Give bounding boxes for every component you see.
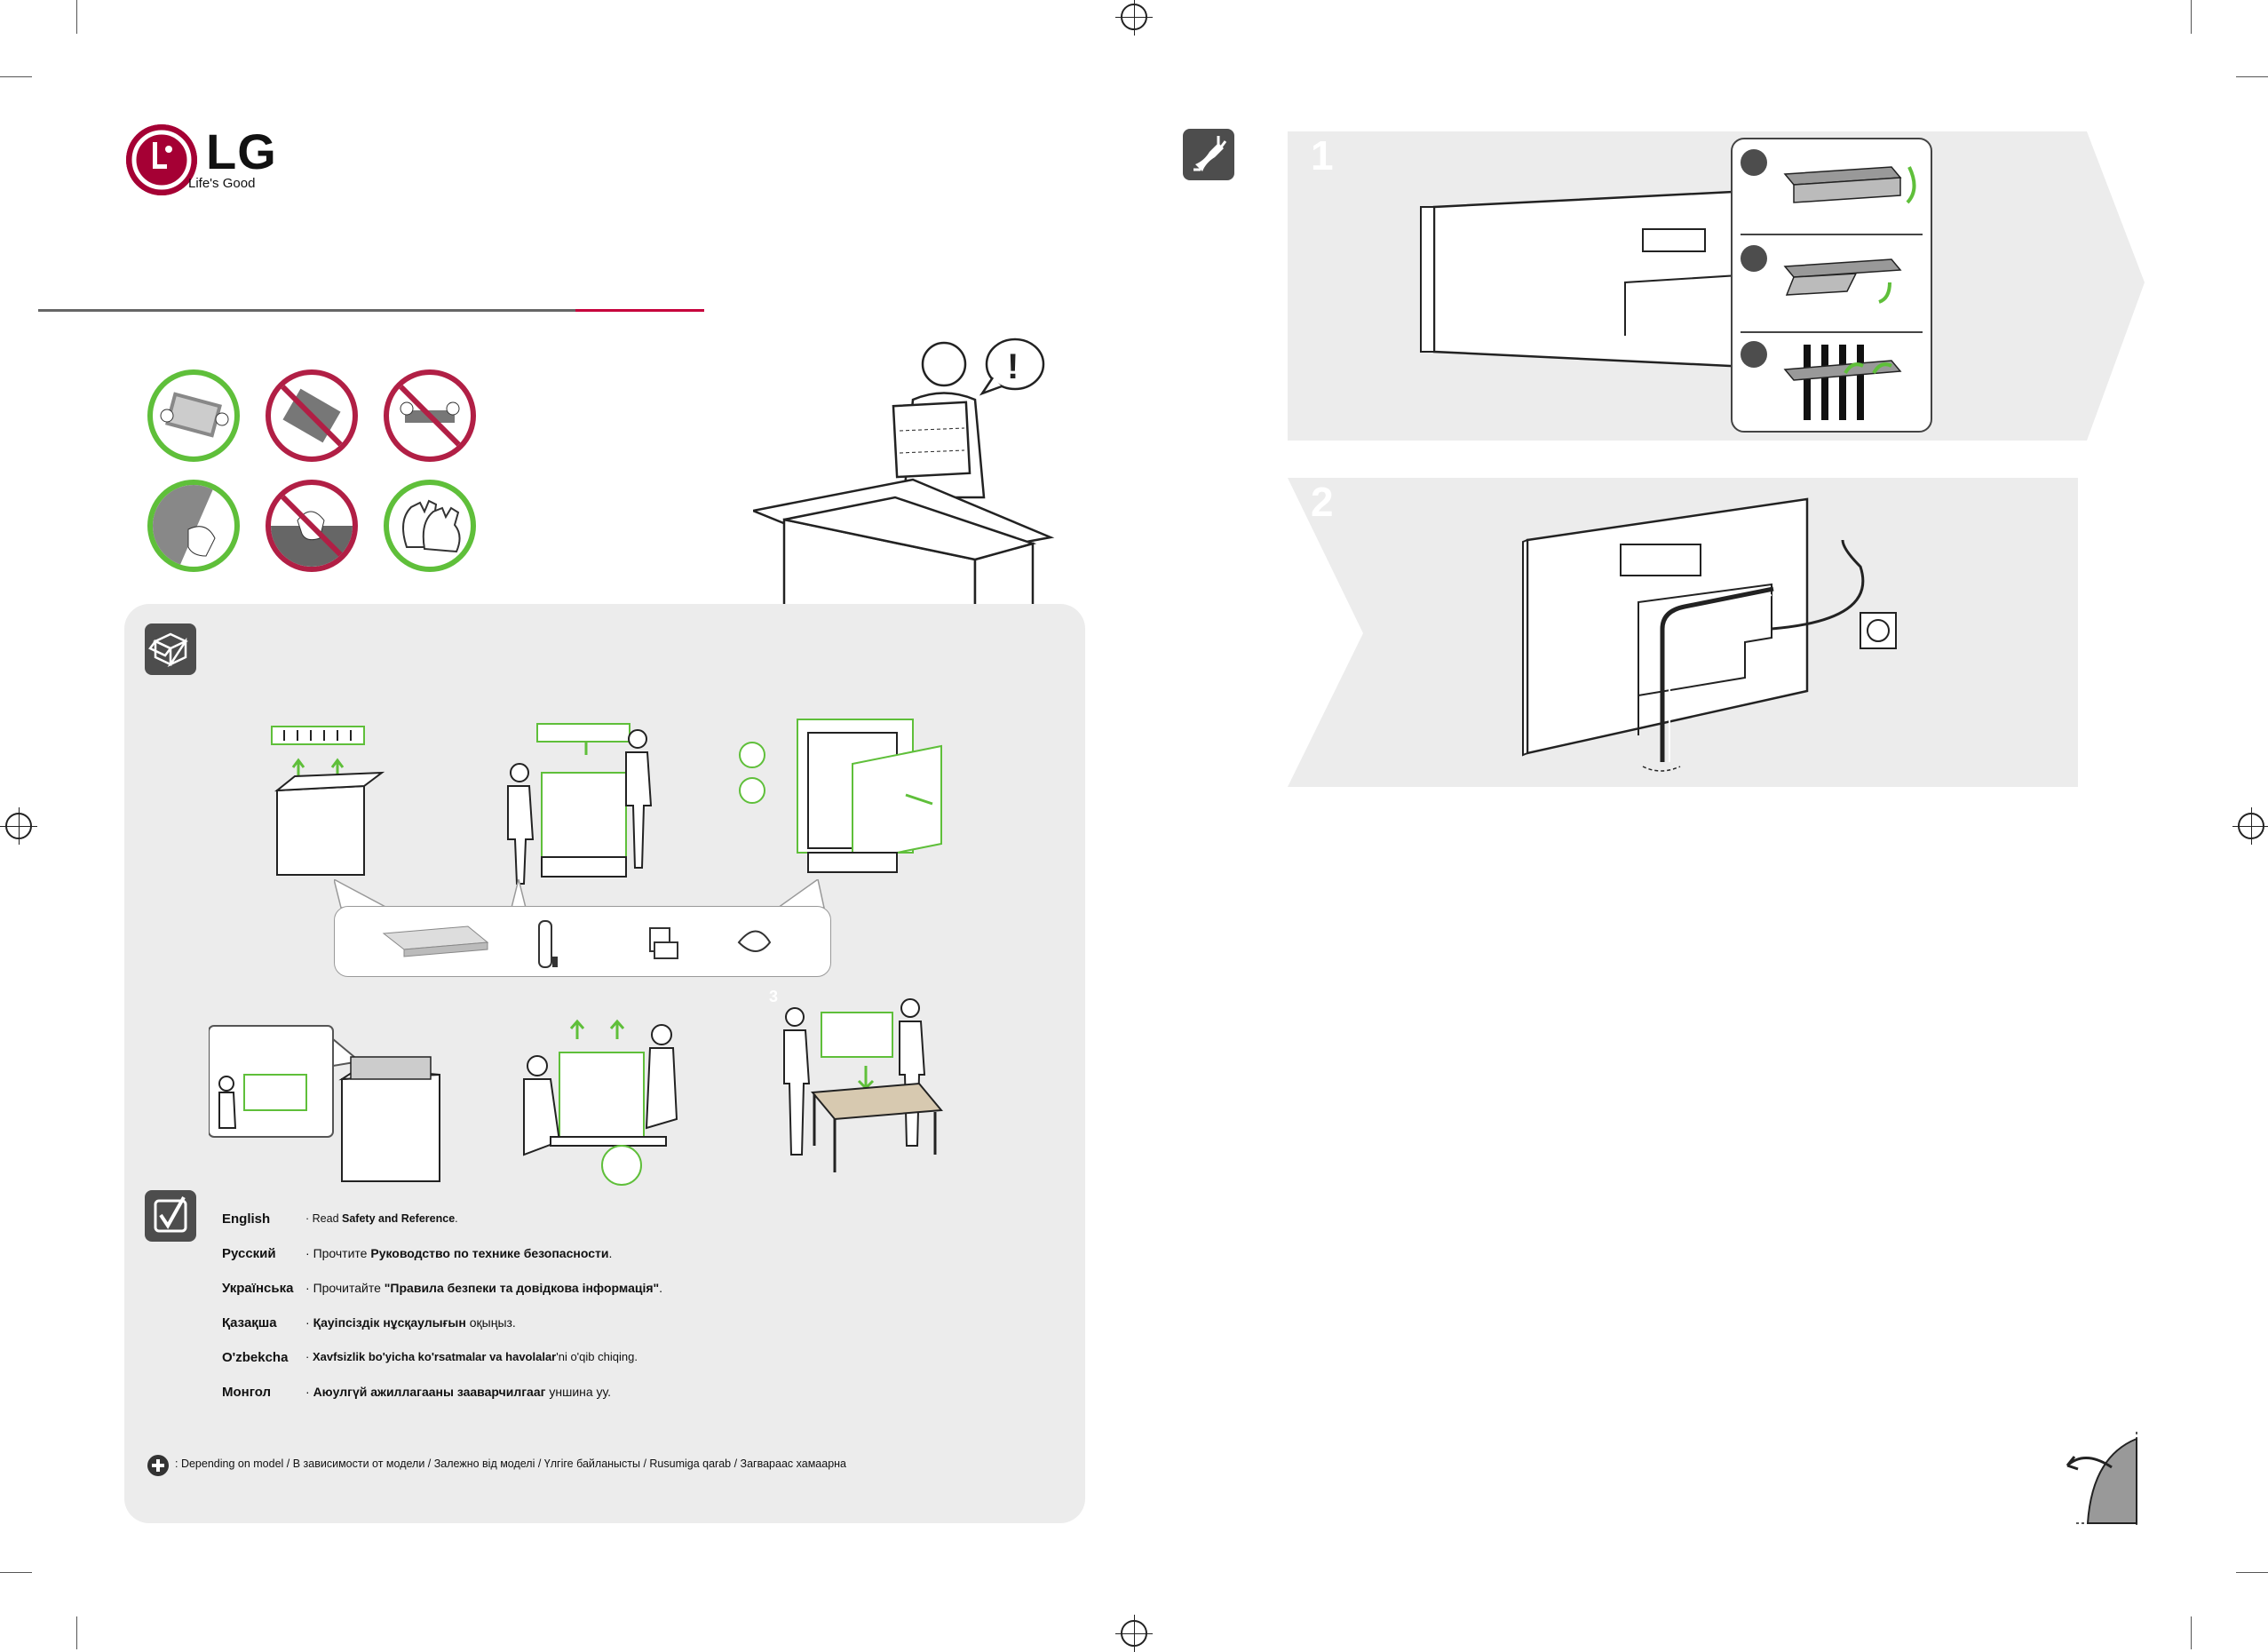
language-name: Монгол: [222, 1385, 272, 1400]
crop-mark: [0, 1572, 32, 1573]
unpacking-step-illustration: [271, 726, 385, 876]
model-note: : Depending on model / В зависимости от …: [175, 1457, 846, 1470]
unpacking-step-illustration: [739, 719, 942, 873]
header-divider-accent: [575, 309, 704, 312]
plus-circle-icon: [147, 1455, 169, 1476]
crop-mark: [2236, 1572, 2268, 1573]
accessories-icons: [382, 920, 772, 968]
unpacking-step-illustration: [507, 723, 653, 885]
step-number: 3: [769, 988, 779, 1005]
registration-mark-right: [2232, 807, 2268, 845]
language-instruction: · Прочитайте "Правила безпеки та довідко…: [305, 1281, 663, 1295]
brand-wordmark: LG: [206, 123, 277, 179]
checklist-icon: [145, 1190, 196, 1242]
handling-prohibited-icon: [384, 369, 476, 462]
unpacking-step-illustration: [523, 1019, 678, 1186]
language-instruction: · Read Safety and Reference.: [305, 1212, 458, 1225]
handling-ok-icon: [147, 369, 240, 462]
unpacking-step-illustration: [783, 998, 943, 1172]
accessories-callout: [334, 906, 831, 977]
language-name: O'zbekcha: [222, 1350, 289, 1365]
language-instruction: · Аюулгүй ажиллагааны зааварчилгааг унши…: [305, 1385, 612, 1399]
box-icon: [145, 623, 196, 675]
handling-ok-icon: [147, 480, 240, 572]
handling-prohibited-icon: [266, 480, 358, 572]
language-name: Русский: [222, 1246, 276, 1261]
language-instruction: · Xavfsizlik bo'yicha ko'rsatmalar va ha…: [305, 1350, 638, 1363]
unboxing-illustration: !: [753, 338, 1055, 690]
crop-mark: [0, 76, 32, 77]
step1-banner: [1288, 131, 2145, 441]
language-instruction: · Қауіпсіздік нұсқаулығын оқыңыз.: [305, 1315, 516, 1330]
crop-mark: [76, 0, 77, 34]
language-name: Қазақша: [222, 1315, 277, 1330]
registration-mark-top: [1115, 0, 1153, 36]
sub-step-badge: [1741, 341, 1767, 368]
registration-mark-bottom: [1115, 1615, 1153, 1652]
header-divider: [38, 309, 575, 312]
page-turn-icon: [2066, 1432, 2137, 1525]
lg-logo-icon: [126, 124, 197, 195]
alert-text: !: [1007, 347, 1019, 386]
crop-mark: [2191, 0, 2192, 34]
gloves-icon: [384, 480, 476, 572]
step-number: 1: [1311, 132, 1334, 179]
crop-mark: [2236, 76, 2268, 77]
sub-step-badge: [1741, 149, 1767, 176]
crop-mark: [2191, 1616, 2192, 1649]
language-name: English: [222, 1211, 271, 1227]
language-name: Українська: [222, 1281, 294, 1296]
step-number: 2: [1311, 479, 1334, 525]
handling-prohibited-icon: [266, 369, 358, 462]
brand-tagline: Life's Good: [188, 176, 256, 191]
step2-banner: [1288, 478, 2078, 787]
registration-mark-left: [0, 807, 37, 845]
unpacking-step-illustration: [209, 1025, 440, 1182]
cable-management-icon: [1183, 129, 1234, 180]
sub-step-badge: [1741, 245, 1767, 272]
crop-mark: [76, 1616, 77, 1649]
language-instruction: · Прочтите Руководство по технике безопа…: [305, 1246, 613, 1260]
